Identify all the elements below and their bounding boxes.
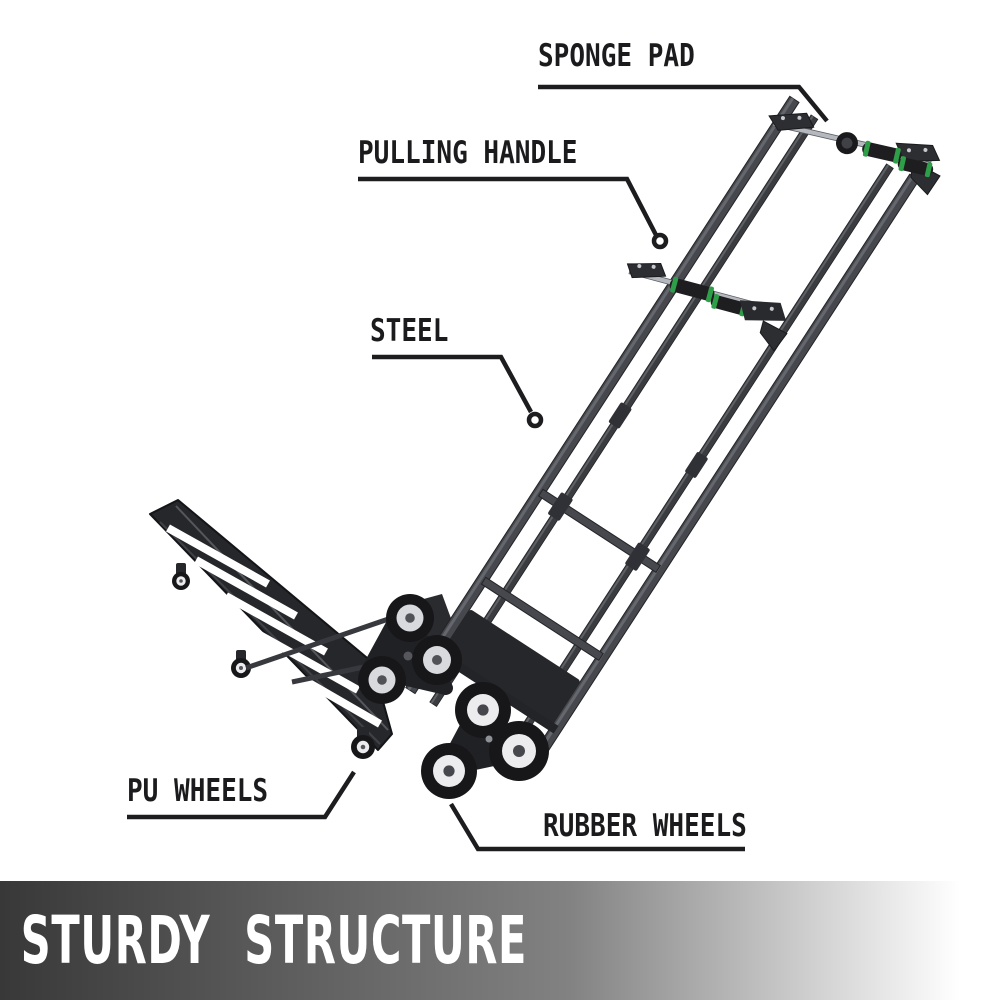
- frame-rung: [480, 576, 604, 662]
- steel-frame-rails: [405, 95, 920, 773]
- rubber-wheel: [412, 635, 462, 685]
- sponge-grip: [862, 140, 902, 164]
- sponge-grip: [897, 156, 934, 178]
- rubber-tri-wheel-assembly-front: [421, 682, 549, 799]
- rubber-wheel: [421, 743, 477, 799]
- sponge-pad-handle: [768, 112, 941, 196]
- pu-caster-wheel: [231, 650, 251, 678]
- leader-line-pu-wheels: [127, 770, 356, 820]
- feature-banner: STURDY STRUCTURE: [0, 881, 1000, 1000]
- leader-line-pulling-handle: [358, 176, 658, 237]
- callout-label-rubber-wheels: RUBBER WHEELS: [543, 808, 747, 844]
- rubber-wheel: [455, 682, 511, 738]
- sponge-grip: [669, 276, 715, 303]
- leader-line-sponge-pad: [538, 84, 829, 123]
- pu-caster-wheel: [351, 727, 375, 759]
- folded-platform: [149, 499, 393, 751]
- callout-label-pulling-handle: PULLING HANDLE: [358, 135, 578, 171]
- pu-caster-wheel: [172, 563, 190, 590]
- banner-title: STURDY STRUCTURE: [20, 901, 528, 979]
- leader-line-steel: [372, 354, 533, 414]
- pulling-handle-folded: [626, 263, 788, 352]
- rubber-wheel: [386, 594, 434, 642]
- leader-line-rubber-wheels: [449, 802, 745, 852]
- callout-label-steel: STEEL: [370, 313, 449, 349]
- rubber-wheel: [358, 656, 406, 704]
- rubber-wheel: [489, 721, 549, 781]
- pu-caster-wheels: [172, 563, 375, 759]
- leader-marker-pulling-handle: [651, 232, 669, 250]
- rubber-tri-wheel-assembly-rear: [358, 594, 462, 704]
- frame-rung: [537, 488, 662, 573]
- callout-label-sponge-pad: SPONGE PAD: [538, 38, 695, 74]
- leader-lines: [127, 84, 829, 852]
- callout-label-pu-wheels: PU WHEELS: [127, 773, 269, 809]
- leader-marker-steel: [526, 411, 544, 429]
